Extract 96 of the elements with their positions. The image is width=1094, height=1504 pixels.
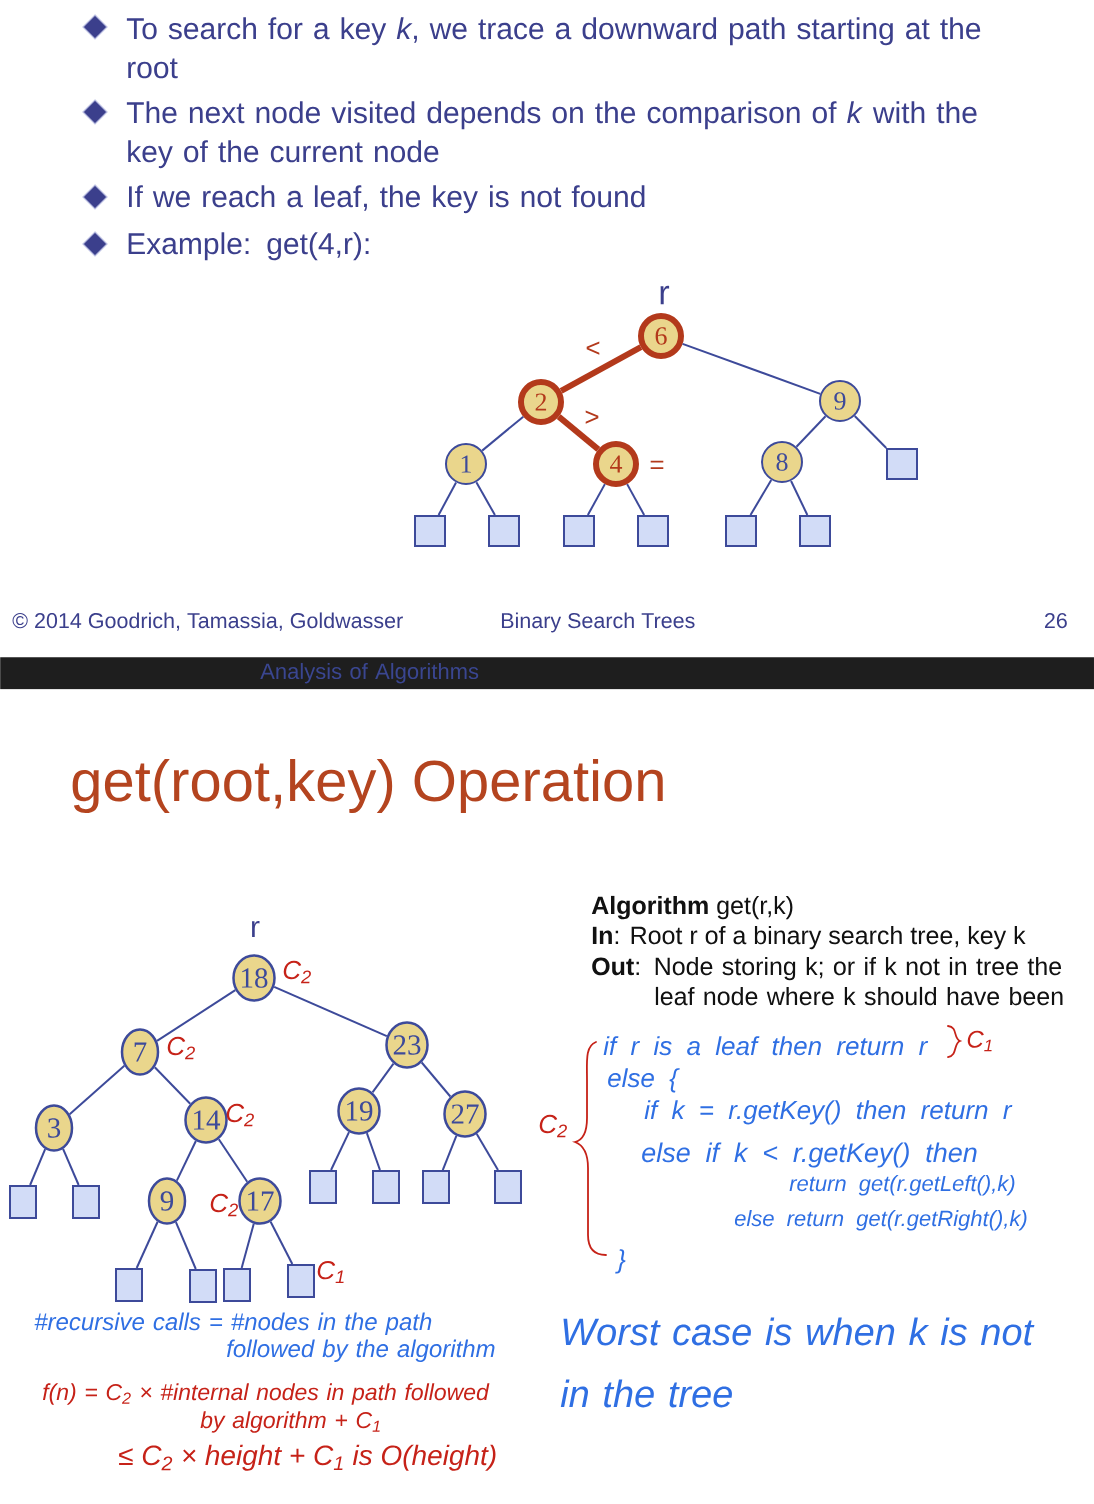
footer-text: Binary Search Trees <box>501 612 695 633</box>
footer-text: © 2014 Goodrich, Tamassia, Goldwasser <box>12 612 403 631</box>
search-path-edge <box>556 414 601 452</box>
tree-node: 17 <box>238 1177 282 1225</box>
tree-node: 4 <box>593 441 639 487</box>
handwritten-code: else { <box>608 1068 680 1093</box>
leaf-square <box>115 1268 143 1302</box>
edge-label: > <box>585 410 599 424</box>
tree-edge <box>441 1134 458 1171</box>
root-label: r <box>252 920 260 938</box>
tree-edge <box>795 415 827 448</box>
cost-annotation: C$_{2}$ <box>167 1036 195 1060</box>
tree-edge <box>437 481 458 516</box>
tree-edge <box>217 1138 249 1183</box>
comparison-label: = <box>650 460 664 469</box>
tree-edge <box>330 1131 350 1171</box>
tree-edge <box>853 415 888 449</box>
tree-edge <box>175 1140 197 1182</box>
tree-node: 18 <box>232 954 276 1002</box>
tree-edge <box>153 1066 192 1105</box>
leaf-square <box>488 515 520 547</box>
tree-node: 27 <box>443 1090 487 1138</box>
tree-edge <box>790 479 809 516</box>
cost-annotation: C$_{2}$ <box>210 1193 238 1217</box>
algorithm-text: Out: Node storing k; or if k not in tree the leaf node where k should have been <box>592 956 1063 1006</box>
leaf-square <box>223 1268 251 1302</box>
bullet-text: Example: get(4,r): <box>128 232 369 261</box>
handwritten-note: Worst case is when k is not in the tree <box>560 1317 1035 1408</box>
handwritten-code: return get(r.getLeft(),k) <box>789 1175 1015 1196</box>
leaf-square <box>72 1185 100 1219</box>
tree-edge <box>749 479 773 516</box>
handwritten-code: if r is a leaf then return r <box>603 1036 929 1056</box>
cost-annotation: C$_{2}$ <box>539 1114 567 1138</box>
tree-node: 23 <box>385 1021 429 1069</box>
leaf-square <box>189 1269 217 1303</box>
tree-node: 3 <box>34 1104 74 1152</box>
leaf-square <box>309 1170 337 1204</box>
tree-edge <box>481 415 525 452</box>
tree-edge <box>371 1062 395 1094</box>
cost-annotation: C$_{1}$ <box>967 1030 992 1052</box>
tree-edge <box>475 1133 499 1171</box>
root-label: r <box>660 285 670 305</box>
tree-node: 2 <box>518 379 564 425</box>
tree-node: 7 <box>120 1028 160 1076</box>
tree-edge <box>365 1132 381 1171</box>
algorithm-text: In: Root r of a binary search tree, key k <box>592 925 1026 950</box>
leaf-square <box>799 515 831 547</box>
tree-edge <box>586 483 606 516</box>
page-number: 26 <box>1044 613 1067 629</box>
handwritten-code: else if k < r.getKey() then <box>642 1142 977 1168</box>
bullet-text: The next node visited depends on the comparison of k with the key of the current node <box>126 101 977 169</box>
leaf-square <box>725 515 757 547</box>
leaf-square <box>563 515 595 547</box>
leaf-square <box>422 1170 450 1204</box>
cost-annotation: C$_{2}$ <box>283 960 311 984</box>
tree-edge <box>174 1221 197 1270</box>
tree-node: 6 <box>638 313 684 359</box>
tree-node: 9 <box>147 1177 187 1225</box>
cost-annotation: C$_{2}$ <box>226 1103 254 1127</box>
leaf-square <box>287 1264 315 1298</box>
slide-title: get(root,key) Operation <box>72 759 663 814</box>
leaf-square <box>9 1185 37 1219</box>
edge-label: < <box>586 341 600 355</box>
handwritten-code: } <box>615 1249 626 1274</box>
leaf-square <box>494 1170 522 1204</box>
search-path-edge <box>559 344 643 394</box>
leaf-square <box>886 448 918 480</box>
leaf-square <box>372 1170 400 1204</box>
tree-edge <box>681 342 822 395</box>
bullet-text: If we reach a leaf, the key is not found <box>129 185 645 214</box>
tree-edge <box>420 1061 452 1098</box>
handwritten-note: f(n) = C$_{2}$ × #internal nodes in path followed by algorithm + C$_{1}$ <box>42 1383 490 1433</box>
handwritten-note: #recursive calls = #nodes in the path followed by the algorithm <box>34 1312 495 1362</box>
handwritten-code: if k = r.getKey() then return r <box>644 1100 1013 1125</box>
leaf-square <box>414 515 446 547</box>
tree-node: 14 <box>184 1096 228 1144</box>
algorithm-text: Algorithm get(r,k) <box>591 895 793 920</box>
tree-edge <box>475 481 496 516</box>
tree-node: 8 <box>761 441 803 483</box>
tree-node: 19 <box>337 1087 381 1135</box>
slide-strip: Analysis of Algorithms <box>0 657 1094 690</box>
tree-edge <box>273 985 388 1038</box>
tree-edge <box>62 1147 80 1186</box>
tree-edge <box>269 1220 294 1265</box>
leaf-square <box>637 515 669 547</box>
handwritten-code: else return get(r.getRight(),k) <box>734 1210 1027 1231</box>
tree-edge <box>156 989 237 1042</box>
tree-edge <box>626 483 646 516</box>
handwritten-note: ≤ C$_{2}$ × height + C$_{1}$ is O(height) <box>119 1444 496 1471</box>
tree-edge <box>29 1148 47 1186</box>
tree-edge <box>240 1222 255 1269</box>
tree-node: 9 <box>819 380 861 422</box>
tree-node: 1 <box>445 443 487 485</box>
tree-edge <box>135 1220 159 1269</box>
tree-edge <box>68 1064 126 1116</box>
cost-annotation: C$_{1}$ <box>317 1260 344 1284</box>
